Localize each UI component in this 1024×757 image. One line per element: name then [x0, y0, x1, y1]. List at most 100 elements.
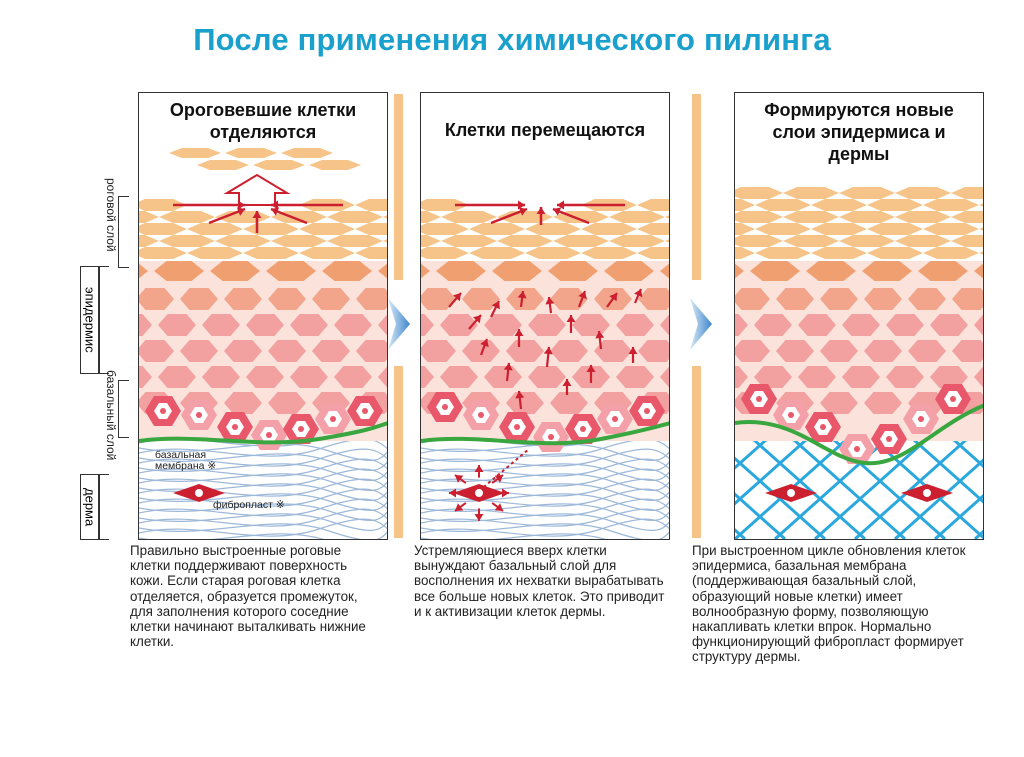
- horny-cell: [665, 239, 669, 243]
- dermis-fiber: [421, 498, 669, 517]
- horny-cell: [895, 235, 951, 247]
- spinous-cell: [180, 288, 218, 310]
- dermis-fiber: [139, 453, 387, 471]
- cell-nucleus: [886, 436, 892, 442]
- horny-cell: [735, 187, 783, 199]
- detached-horny-cell: [281, 148, 333, 158]
- detached-horny-cell: [197, 160, 249, 170]
- horny-cell: [187, 247, 243, 259]
- spinous-cell: [930, 314, 968, 336]
- arrow-head: [609, 293, 617, 302]
- arrow-head: [562, 379, 572, 386]
- spinous-cell: [886, 314, 924, 336]
- spinous-cell: [421, 340, 456, 362]
- dermis-fiber: [421, 438, 669, 457]
- granular-cell: [154, 261, 204, 281]
- horny-cell: [923, 247, 979, 259]
- granular-cell: [548, 261, 598, 281]
- granular-cell: [378, 263, 387, 279]
- dermis-fiber: [421, 448, 669, 467]
- dermis-fiber: [421, 493, 669, 511]
- cell-nucleus: [266, 432, 272, 438]
- horny-cell: [139, 199, 187, 211]
- dermis-fiber: [421, 453, 669, 471]
- dermis-fiber: [139, 478, 387, 497]
- dermis-fiber: [139, 503, 387, 521]
- panel-3-illustration: [735, 187, 983, 539]
- page-title: После применения химического пилинга: [193, 22, 831, 57]
- horny-cell: [811, 223, 867, 235]
- arrow-head: [586, 365, 596, 372]
- spinous-cell: [268, 288, 306, 310]
- panel-3-heading: Формируются новые слои эпидермиса и дерм…: [764, 100, 954, 164]
- dermis-fiber: [421, 518, 669, 537]
- granular-cell: [735, 263, 744, 279]
- dermis-fiber: [139, 443, 387, 461]
- spinous-cell: [139, 340, 174, 362]
- dermis-fiber: [421, 523, 669, 539]
- spinous-cell: [798, 366, 836, 388]
- horny-cell: [783, 187, 839, 199]
- horny-cell: [327, 235, 383, 247]
- arrow-head: [514, 329, 524, 336]
- horny-cell: [867, 247, 923, 259]
- spinous-cell: [908, 288, 946, 310]
- horny-cell: [581, 247, 637, 259]
- horny-cell: [839, 235, 895, 247]
- detached-horny-cell: [253, 160, 305, 170]
- spinous-cell: [572, 314, 610, 336]
- spinous-cell: [550, 288, 588, 310]
- spinous-cell: [735, 366, 748, 388]
- dermis-fiber: [934, 421, 983, 468]
- spinous-cell: [421, 314, 434, 336]
- horny-cell: [979, 227, 983, 231]
- cell-nucleus: [478, 412, 484, 418]
- horny-cell: [159, 235, 215, 247]
- spinous-cell: [908, 340, 946, 362]
- basal-membrane-label: базальная мембрана ※: [155, 450, 235, 472]
- cell-nucleus: [612, 416, 618, 422]
- arrow-head: [545, 297, 555, 305]
- arrow-head: [474, 514, 484, 521]
- dermis-fiber: [139, 498, 387, 517]
- arrow-head: [480, 339, 489, 348]
- spinous-cell: [616, 314, 654, 336]
- cell-nucleus: [918, 416, 924, 422]
- horny-cell: [421, 247, 469, 259]
- spinous-cell: [528, 366, 566, 388]
- cell-nucleus: [514, 424, 520, 430]
- horny-cell: [951, 235, 983, 247]
- dermis-fiber: [139, 518, 387, 537]
- horny-cell: [839, 187, 895, 199]
- spinous-cell: [550, 392, 588, 414]
- arrow-head: [236, 207, 245, 216]
- horny-cell: [581, 223, 637, 235]
- fibroblast-nucleus: [787, 489, 795, 497]
- dermis-fiber: [139, 488, 387, 507]
- arrow-head: [474, 465, 484, 472]
- detached-horny-cell: [225, 148, 277, 158]
- spinous-cell: [139, 366, 152, 388]
- spinous-cell: [224, 340, 262, 362]
- horny-cell: [783, 211, 839, 223]
- horny-cell: [243, 247, 299, 259]
- fibroblast-text: фибропласт: [213, 499, 273, 511]
- spinous-cell: [158, 314, 196, 336]
- detached-horny-cell: [309, 160, 361, 170]
- horny-cell: [139, 235, 159, 247]
- spinous-cell: [158, 366, 196, 388]
- horny-cell: [421, 223, 469, 235]
- cell-nucleus: [788, 412, 794, 418]
- spinous-cell: [334, 314, 372, 336]
- horny-cell: [609, 211, 665, 223]
- chevron-right-icon: [388, 298, 410, 350]
- spinous-cell: [616, 366, 654, 388]
- granular-cell: [974, 263, 983, 279]
- panel-1-heading: Ороговевшие клетки отделяются: [169, 100, 357, 142]
- horny-cell: [979, 251, 983, 255]
- spinous-cell: [378, 314, 387, 336]
- spinous-cell: [754, 314, 792, 336]
- dermis-fiber: [934, 494, 983, 539]
- dermis-fiber: [139, 523, 387, 539]
- detached-horny-cell: [169, 148, 221, 158]
